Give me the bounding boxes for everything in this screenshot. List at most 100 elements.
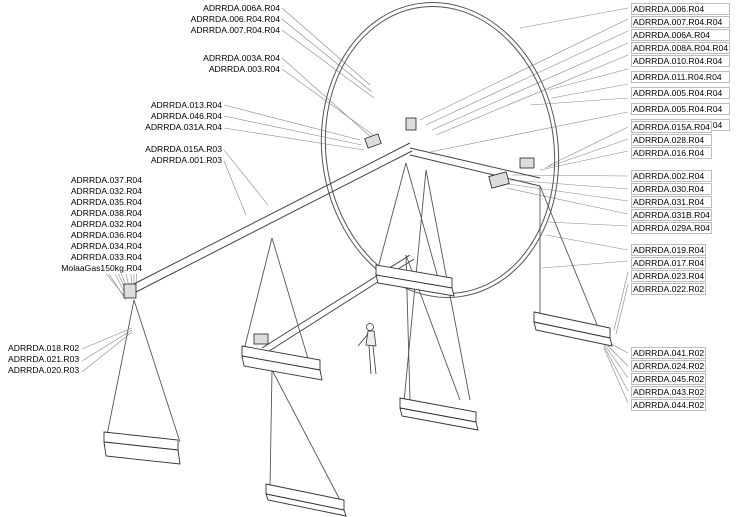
leader-line <box>603 341 629 367</box>
leader-line <box>435 54 629 136</box>
part-label: ADRRDA.010.R04.R04 <box>631 55 731 67</box>
leader-line <box>223 115 363 146</box>
part-label: ADRRDA.037.R04 <box>70 175 142 185</box>
leader-line <box>281 18 373 93</box>
ground-frames <box>103 264 613 517</box>
part-label: ADRRDA.033.R04 <box>70 252 142 262</box>
support-legs <box>105 162 601 501</box>
part-label: ADRRDA.024.R02 <box>631 360 707 372</box>
leader-line <box>603 347 629 404</box>
part-label: ADRRDA.007.R04.R04 <box>190 25 280 35</box>
part-label: ADRRDA.020.R03 <box>8 365 80 375</box>
callouts-left-stack: ADRRDA.037.R04 ADRRDA.032.R04 ADRRDA.035… <box>8 175 142 274</box>
part-label: ADRRDA.022.R02 <box>631 283 707 295</box>
part-label: ADRRDA.013.R04 <box>150 100 222 110</box>
part-label: ADRRDA.046.R04 <box>150 111 222 121</box>
leader-line <box>223 160 247 216</box>
leader-line <box>223 127 365 151</box>
part-label: ADRRDA.003A.R04 <box>203 53 280 63</box>
leader-line <box>81 331 133 373</box>
part-label: ADRRDA.016.R04 <box>631 147 712 159</box>
part-label: ADRRDA.006.R04.R04 <box>190 14 280 24</box>
callouts-right-lower: ADRRDA.019.R04 ADRRDA.017.R04 ADRRDA.023… <box>631 244 707 295</box>
callouts-right-center: ADRRDA.002.R04 ADRRDA.030.R04 ADRRDA.031… <box>631 170 712 234</box>
hub-mechanisms <box>123 117 535 345</box>
callouts-lower-left: ADRRDA.018.R02 ADRRDA.021.R03 ADRRDA.020… <box>8 343 80 376</box>
part-label: ADRRDA.019.R04 <box>631 244 707 256</box>
part-label: ADRRDA.006A.R04 <box>631 29 731 41</box>
callouts-right-mid: ADRRDA.015A.R04 ADRRDA.028.R04 ADRRDA.01… <box>631 121 712 159</box>
part-label: ADRRDA.015A.R04 <box>631 121 712 133</box>
part-label: ADRRDA.008A.R04.R04 <box>631 42 731 54</box>
leader-line <box>547 68 629 91</box>
part-label: ADRRDA.005.R04.R04 <box>631 103 731 115</box>
leader-line <box>615 283 629 335</box>
leader-line <box>603 343 629 379</box>
leader-line <box>429 111 629 153</box>
callouts-right-top: ADRRDA.006.R04 ADRRDA.007.R04.R04 ADRRDA… <box>631 3 731 131</box>
leader-line <box>519 7 629 29</box>
leader-line <box>431 42 629 131</box>
part-label: ADRRDA.002.R04 <box>631 170 712 182</box>
leader-lines <box>81 7 629 404</box>
part-label: ADRRDA.032.R04 <box>70 186 142 196</box>
leader-line <box>507 183 629 202</box>
callouts-center-left: ADRRDA.015A.R03 ADRRDA.001.R03 <box>138 144 222 166</box>
callouts-top-left: ADRRDA.006A.R04 ADRRDA.006.R04.R04 ADRRD… <box>190 3 280 36</box>
leader-line <box>505 187 629 215</box>
leader-line <box>603 345 629 392</box>
ground-frame <box>103 441 181 465</box>
callouts-mid-left: ADRRDA.013.R04 ADRRDA.046.R04 ADRRDA.031… <box>136 100 222 133</box>
ground-frame <box>375 274 455 297</box>
part-label: ADRRDA.006.R04 <box>631 3 731 15</box>
ground-frame <box>399 407 479 431</box>
leader-line <box>419 18 629 121</box>
part-label: ADRRDA.001.R03 <box>150 155 222 165</box>
callouts-right-bottom: ADRRDA.041.R02 ADRRDA.024.R02 ADRRDA.045… <box>631 347 707 411</box>
part-label: ADRRDA.028.R04 <box>631 134 712 146</box>
part-label: ADRRDA.031B.R04 <box>631 209 712 221</box>
part-label: ADRRDA.031A.R04 <box>145 122 222 132</box>
leader-line <box>551 83 629 99</box>
leader-line <box>425 30 629 126</box>
figure-person <box>357 323 377 375</box>
leader-line <box>539 150 629 171</box>
leader-line <box>281 68 381 141</box>
part-label: ADRRDA.003.R04 <box>208 64 280 74</box>
ground-frame <box>241 355 323 381</box>
leader-line <box>281 7 371 86</box>
part-label: ADRRDA.041.R02 <box>631 347 707 359</box>
part-label: ADRRDA.038.R04 <box>70 208 142 218</box>
main-beams <box>129 142 541 354</box>
part-label: ADRRDA.034.R04 <box>70 241 142 251</box>
callouts-upper-left: ADRRDA.003A.R04 ADRRDA.003.R04 <box>196 53 280 75</box>
wheel-ring <box>320 2 560 298</box>
part-label: ADRRDA.029A.R04 <box>631 222 712 234</box>
part-label: ADRRDA.043.R02 <box>631 386 707 398</box>
part-label: ADRRDA.005.R04.R04 <box>631 87 731 99</box>
part-label: ADRRDA.007.R04.R04 <box>631 16 731 28</box>
leader-line <box>547 126 629 167</box>
part-label: MolaaGas150kg.R04 <box>61 263 142 273</box>
leader-line <box>81 327 133 350</box>
leader-line <box>541 260 629 269</box>
leader-line <box>223 149 269 206</box>
ground-frame <box>533 321 613 347</box>
part-label: ADRRDA.018.R02 <box>8 343 80 353</box>
part-label: ADRRDA.036.R04 <box>70 230 142 240</box>
part-label: ADRRDA.017.R04 <box>631 257 707 269</box>
part-label: ADRRDA.035.R04 <box>70 197 142 207</box>
part-label: ADRRDA.006A.R04 <box>203 3 280 13</box>
leader-line <box>509 179 629 190</box>
part-label: ADRRDA.011.R04.R04 <box>631 71 731 83</box>
leader-line <box>613 271 629 331</box>
part-label: ADRRDA.015A.R03 <box>145 144 222 154</box>
leader-line <box>547 221 629 227</box>
leader-line <box>511 174 629 177</box>
leader-line <box>107 271 127 301</box>
part-label: ADRRDA.044.R02 <box>631 399 707 411</box>
leader-line <box>81 329 133 362</box>
leader-line <box>223 104 361 141</box>
part-label: ADRRDA.032.R04 <box>70 219 142 229</box>
